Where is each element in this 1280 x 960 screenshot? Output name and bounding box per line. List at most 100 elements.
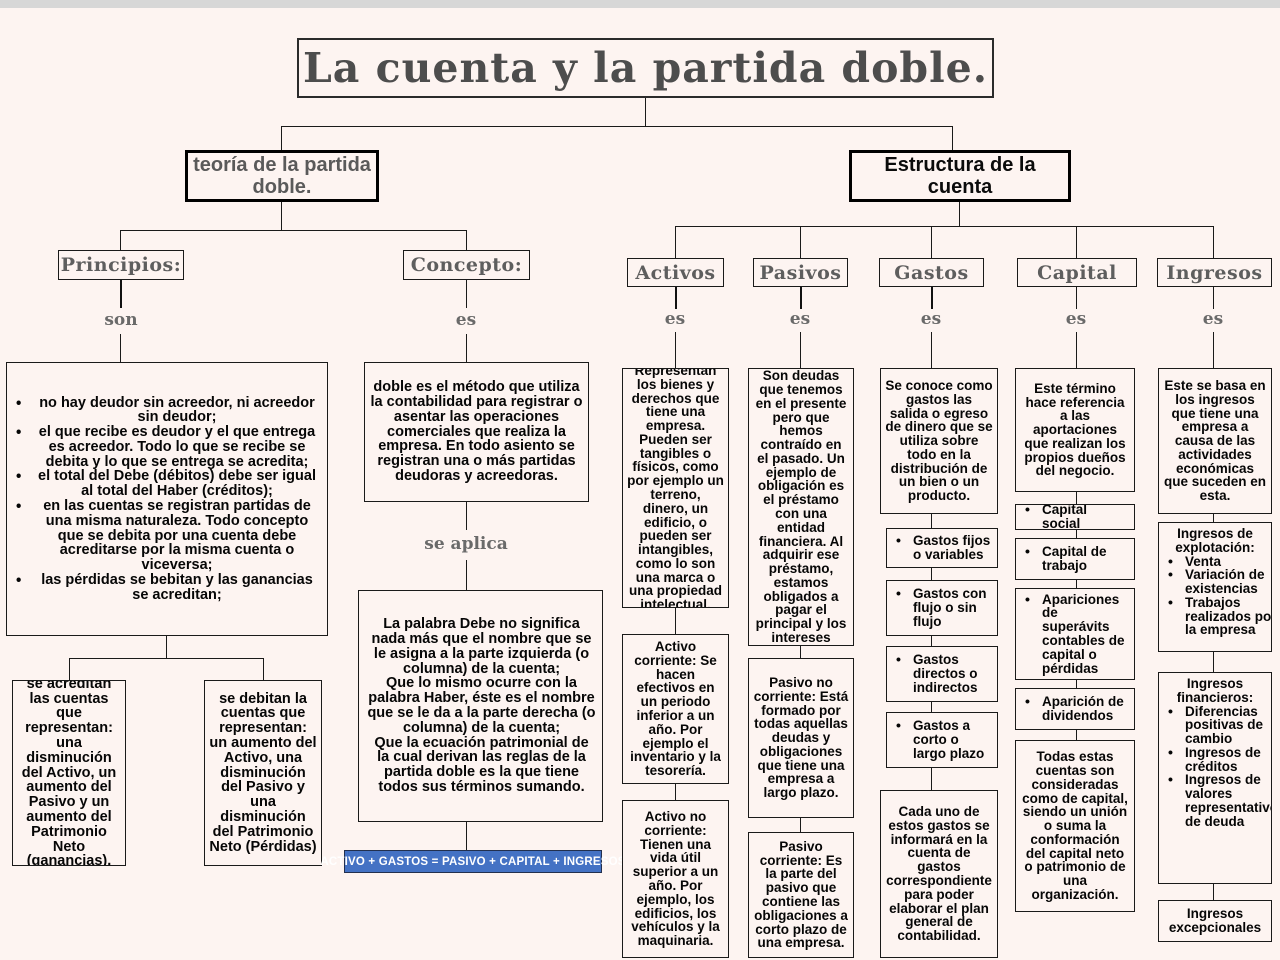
box-pasivos-definicion: Son deudas que tenemos en el presente pe… — [748, 368, 854, 646]
connector-capital-b1 — [1076, 492, 1077, 504]
map-title: La cuenta y la partida doble. — [297, 38, 994, 98]
connector-capital-b4 — [1076, 680, 1077, 688]
list-item: Gastos con flujo o sin flujo — [896, 587, 991, 628]
connector-level1-spine — [281, 126, 953, 127]
connector-to-gastos — [931, 226, 932, 258]
box-concepto-definicion: doble es el método que utiliza la contab… — [364, 362, 589, 502]
connector-principios-son-b — [120, 334, 121, 362]
list-item: Gastos fijos o variables — [896, 534, 991, 562]
list-item: el que recibe es deudor y el que entrega… — [16, 425, 321, 469]
connector-ingresos-es-a — [1213, 287, 1214, 309]
node-estructura-cuenta[interactable]: Estructura de la cuenta — [849, 150, 1071, 202]
connector-ingresos-g2 — [1213, 652, 1214, 672]
box-capital-bullet-3: Apariciones de superávits contables de c… — [1015, 588, 1135, 680]
connector-pasivos-es-b — [800, 332, 801, 368]
ingresos-explotacion-list: Venta Variación de existencias Trabajos … — [1163, 554, 1271, 638]
link-label-es-activos: es — [664, 309, 686, 329]
pasivo-no-corriente-text: Pasivo no corriente: Está formado por to… — [753, 675, 849, 801]
gastos-bullet-list-2: Gastos con flujo o sin flujo — [891, 587, 993, 628]
link-label-es-concepto: es — [455, 310, 477, 330]
list-item: Diferencias positivas de cambio — [1168, 704, 1271, 746]
connector-left-stem — [281, 202, 282, 230]
node-concepto-header[interactable]: Concepto: — [403, 250, 530, 280]
connector-capital-es-b — [1076, 332, 1077, 368]
connector-to-principios — [120, 230, 121, 258]
box-capital-bullet-4: Aparición de dividendos — [1015, 688, 1135, 730]
connector-capital-b3 — [1076, 580, 1077, 588]
list-item: Capital social — [1025, 505, 1128, 529]
node-teoria-partida-doble[interactable]: teoría de la partida doble. — [185, 150, 379, 202]
connector-to-capital — [1076, 226, 1077, 258]
connector-activos-item1 — [675, 608, 676, 634]
connector-activos-item2 — [675, 784, 676, 800]
capital-closing-text: Todas estas cuentas son consideradas com… — [1022, 749, 1128, 902]
list-item: Variación de existencias — [1168, 568, 1271, 596]
list-item: La palabra Debe no significa nada más qu… — [371, 616, 592, 677]
connector-concepto-es-a — [466, 280, 467, 308]
box-ingresos-excepcionales: Ingresos excepcionales — [1158, 900, 1272, 942]
ingresos-financieros-list: Diferencias positivas de cambio Ingresos… — [1163, 704, 1271, 829]
list-item: Que la ecuación patrimonial de la cual d… — [374, 734, 589, 795]
box-pasivo-no-corriente: Pasivo no corriente: Está formado por to… — [748, 658, 854, 818]
box-gastos-bullet-1: Gastos fijos o variables — [886, 528, 998, 568]
list-item: Venta — [1168, 554, 1271, 568]
connector-to-right-branch — [952, 126, 953, 150]
box-ingresos-financieros: Ingresos financieros: Diferencias positi… — [1158, 672, 1272, 884]
connector-ingresos-g3 — [1213, 884, 1214, 900]
connector-right-spine — [675, 226, 1214, 227]
ingresos-definicion-text: Este se basa en los ingresos que tiene u… — [1163, 378, 1267, 504]
connector-gastos-b1 — [931, 514, 932, 528]
connector-to-concepto — [466, 230, 467, 258]
connector-right-stem — [959, 202, 960, 226]
connector-ingresos-es-b — [1213, 332, 1214, 368]
connector-pasivos-item1 — [800, 646, 801, 658]
connector-to-activos — [675, 226, 676, 258]
list-item: en las cuentas se registran partidas de … — [16, 499, 321, 573]
connector-principios-leaves-spine — [69, 658, 263, 659]
node-pasivos-header[interactable]: Pasivos — [753, 258, 848, 287]
connector-to-equation — [466, 822, 467, 850]
list-item: Ingresos de valores representativos de d… — [1168, 773, 1271, 828]
principios-bullet-list: no hay deudor sin acreedor, ni acreedor … — [11, 395, 323, 603]
capital-bullet-list-3: Apariciones de superávits contables de c… — [1020, 592, 1130, 676]
gastos-bullet-list-3: Gastos directos o indirectos — [891, 653, 993, 694]
node-gastos-header[interactable]: Gastos — [879, 258, 984, 287]
window-top-bar — [0, 0, 1280, 8]
list-item: Apariciones de superávits contables de c… — [1025, 592, 1128, 676]
concepto-definicion-text: doble es el método que utiliza la contab… — [370, 379, 583, 484]
connector-left-spine — [120, 230, 467, 231]
capital-definicion-text: Este término hace referencia a las aport… — [1024, 380, 1126, 479]
link-label-es-capital: es — [1065, 309, 1087, 329]
box-ingresos-definicion: Este se basa en los ingresos que tiene u… — [1158, 368, 1272, 514]
box-activo-corriente: Activo corriente: Se hacen efectivos en … — [622, 634, 729, 784]
capital-bullet-list-4: Aparición de dividendos — [1020, 695, 1130, 723]
connector-capital-b2 — [1076, 530, 1077, 538]
connector-activos-es-a — [675, 287, 677, 309]
banner-accounting-equation: ACTIVO + GASTOS = PASIVO + CAPITAL + ING… — [320, 850, 625, 873]
gastos-closing-text: Cada uno de estos gastos se informará en… — [886, 804, 992, 944]
box-se-debitan: se debitan la cuentas que representan: u… — [204, 680, 322, 866]
connector-to-ingresos — [1213, 226, 1214, 258]
box-gastos-closing: Cada uno de estos gastos se informará en… — [880, 790, 998, 958]
ingresos-excepcionales-text: Ingresos excepcionales — [1168, 906, 1262, 935]
connector-pasivos-es-a — [800, 287, 802, 309]
box-gastos-definicion: Se conoce como gastos las salida o egres… — [880, 368, 998, 514]
box-gastos-bullet-4: Gastos a corto o largo plazo — [886, 712, 998, 768]
box-activo-no-corriente: Activo no corriente: Tienen una vida úti… — [622, 800, 729, 958]
box-capital-bullet-2: Capital de trabajo — [1015, 538, 1135, 580]
node-principios-header[interactable]: Principios: — [58, 250, 184, 280]
connector-to-acreditan — [69, 658, 70, 680]
se-debitan-text: se debitan la cuentas que representan: u… — [209, 690, 317, 855]
connector-activos-es-b — [675, 332, 676, 368]
link-label-se-aplica: se aplica — [424, 534, 508, 554]
node-ingresos-header[interactable]: Ingresos — [1157, 258, 1272, 287]
box-gastos-bullet-2: Gastos con flujo o sin flujo — [886, 580, 998, 636]
ingresos-financieros-title: Ingresos financieros: — [1176, 676, 1254, 705]
node-capital-header[interactable]: Capital — [1017, 258, 1137, 287]
list-item: Gastos a corto o largo plazo — [896, 719, 991, 760]
box-concepto-reglas: La palabra Debe no significa nada más qu… — [358, 590, 603, 822]
box-ingresos-explotacion: Ingresos de explotación: Venta Variación… — [1158, 522, 1272, 652]
capital-bullet-list-1: Capital social — [1020, 505, 1130, 529]
node-activos-header[interactable]: Activos — [627, 258, 724, 287]
list-item: las pérdidas se bebitan y las ganancias … — [16, 573, 321, 603]
